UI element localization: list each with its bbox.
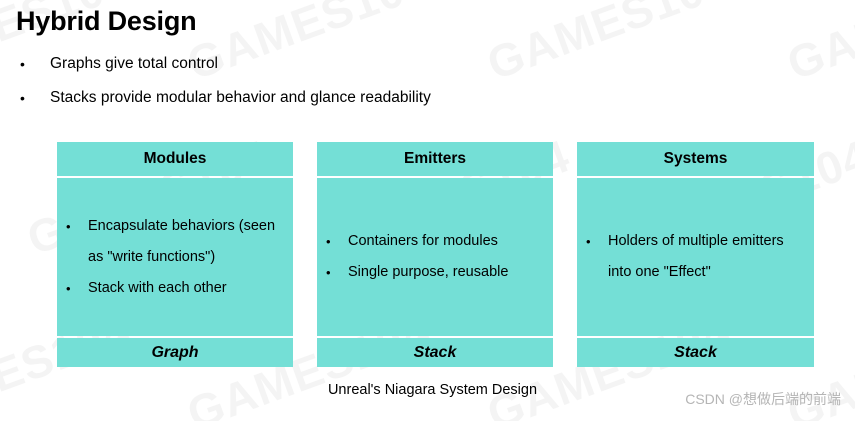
card-bullet-item: • Single purpose, reusable xyxy=(326,257,547,288)
card-bullet-item: • Encapsulate behaviors (seen as "write … xyxy=(66,211,287,273)
card-body: • Containers for modules • Single purpos… xyxy=(317,178,553,336)
bullet-marker-icon: • xyxy=(326,265,331,280)
concept-card-modules: Modules • Encapsulate behaviors (seen as… xyxy=(57,142,293,367)
concept-card-systems: Systems • Holders of multiple emitters i… xyxy=(577,142,814,367)
card-bullet-text: Single purpose, reusable xyxy=(348,264,509,280)
card-footer: Stack xyxy=(577,338,814,367)
card-bullet-text: Encapsulate behaviors (seen as "write fu… xyxy=(88,217,276,265)
card-header: Systems xyxy=(577,142,814,176)
card-header: Modules xyxy=(57,142,293,176)
bullet-marker-icon: • xyxy=(586,234,591,249)
intro-bullet-list: • Graphs give total control • Stacks pro… xyxy=(20,47,431,115)
card-body: • Encapsulate behaviors (seen as "write … xyxy=(57,178,293,336)
csdn-watermark: CSDN @想做后端的前端 xyxy=(685,391,841,407)
card-bullet-text: Stack with each other xyxy=(88,279,227,296)
intro-bullet-item: • Graphs give total control xyxy=(20,47,431,81)
card-header: Emitters xyxy=(317,142,553,176)
page-title: Hybrid Design xyxy=(16,6,197,36)
card-bullet-text: Holders of multiple emitters into one "E… xyxy=(608,233,784,280)
diagram-caption: Unreal's Niagara System Design xyxy=(327,382,538,398)
concept-card-emitters: Emitters • Containers for modules • Sing… xyxy=(317,142,553,367)
card-bullet-item: • Containers for modules xyxy=(326,226,547,257)
card-footer: Graph xyxy=(57,338,293,367)
bullet-marker-icon: • xyxy=(20,56,25,72)
intro-bullet-item: • Stacks provide modular behavior and gl… xyxy=(20,81,431,115)
card-footer: Stack xyxy=(317,338,553,367)
bullet-marker-icon: • xyxy=(20,90,25,106)
games104-watermark-text: GAMES104 xyxy=(480,0,737,91)
card-bullet-text: Containers for modules xyxy=(348,233,498,249)
card-bullet-item: • Holders of multiple emitters into one … xyxy=(586,226,808,288)
bullet-marker-icon: • xyxy=(66,280,71,296)
bullet-marker-icon: • xyxy=(326,234,331,249)
bullet-marker-icon: • xyxy=(66,218,71,234)
intro-bullet-text: Graphs give total control xyxy=(50,55,219,72)
card-bullet-item: • Stack with each other xyxy=(66,273,287,304)
card-body: • Holders of multiple emitters into one … xyxy=(577,178,814,336)
games104-watermark-text: GAMES104 xyxy=(780,0,855,91)
intro-bullet-text: Stacks provide modular behavior and glan… xyxy=(50,89,431,106)
